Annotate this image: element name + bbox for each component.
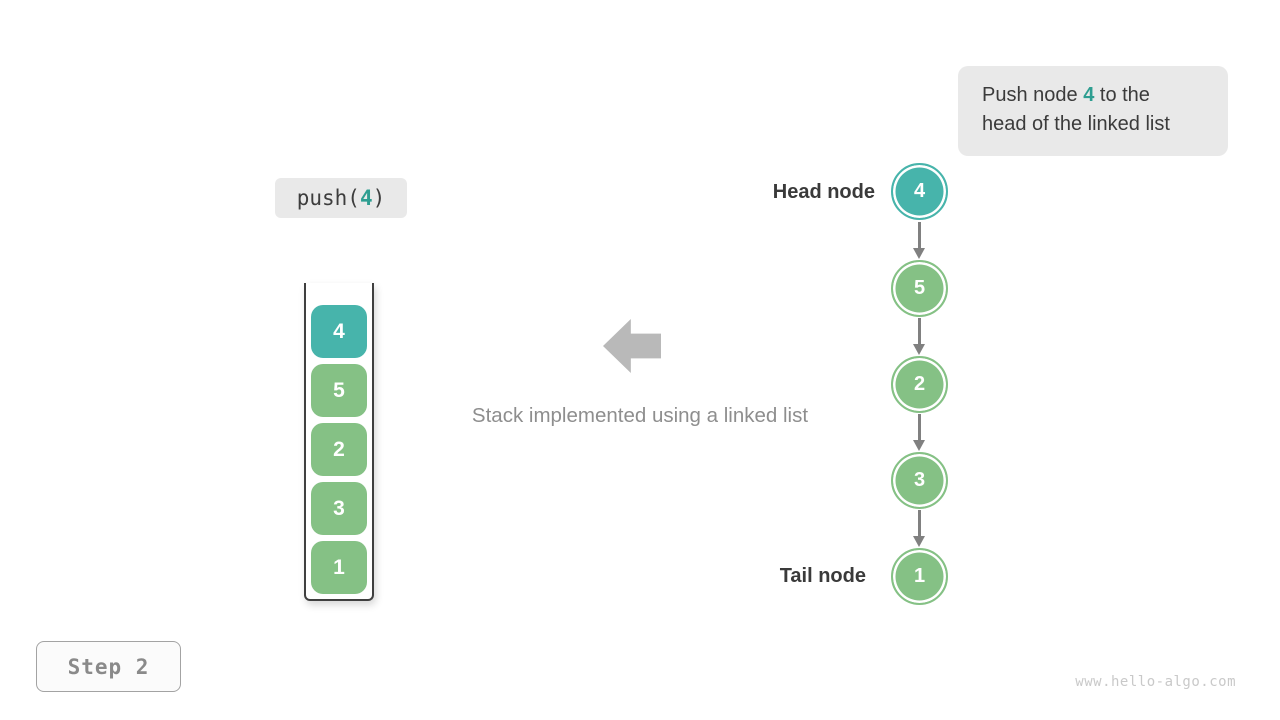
stack-item: 5 bbox=[311, 364, 367, 417]
arrow-head-icon bbox=[913, 440, 925, 451]
operation-prefix: push( bbox=[296, 186, 360, 210]
arrow-head-icon bbox=[913, 248, 925, 259]
arrow-shaft bbox=[918, 318, 921, 345]
link-arrow-down-icon bbox=[913, 318, 926, 355]
operation-value: 4 bbox=[359, 186, 373, 210]
arrow-shaft bbox=[918, 222, 921, 249]
stack-item: 2 bbox=[311, 423, 367, 476]
callout-line-1: Push node 4 to the bbox=[982, 81, 1204, 110]
watermark: www.hello-algo.com bbox=[1075, 674, 1236, 690]
arrow-head-icon bbox=[913, 536, 925, 547]
callout-bubble: Push node 4 to the head of the linked li… bbox=[958, 66, 1228, 156]
step-badge: Step 2 bbox=[36, 641, 181, 692]
link-arrow-down-icon bbox=[913, 222, 926, 259]
list-node: 5 bbox=[891, 260, 948, 317]
operation-chip: push(4) bbox=[275, 178, 407, 218]
caption: Stack implemented using a linked list bbox=[471, 404, 809, 427]
link-arrow-down-icon bbox=[913, 414, 926, 451]
stack-item: 4 bbox=[311, 305, 367, 358]
link-arrow-down-icon bbox=[913, 510, 926, 547]
stack-item: 3 bbox=[311, 482, 367, 535]
list-node: 3 bbox=[891, 452, 948, 509]
stack-item: 1 bbox=[311, 541, 367, 594]
callout-line-2: head of the linked list bbox=[982, 113, 1170, 135]
callout-highlight-value: 4 bbox=[1083, 84, 1095, 106]
arrow-shaft bbox=[918, 510, 921, 537]
operation-suffix: ) bbox=[372, 186, 386, 210]
list-node: 2 bbox=[891, 356, 948, 413]
tail-node-label: Tail node bbox=[779, 565, 866, 587]
callout-text: Push node bbox=[982, 84, 1084, 106]
head-node-label: Head node bbox=[772, 181, 875, 203]
list-node: 4 bbox=[891, 163, 948, 220]
arrow-head-icon bbox=[913, 344, 925, 355]
list-node: 1 bbox=[891, 548, 948, 605]
stack-container: 4 5 2 3 1 bbox=[304, 283, 374, 601]
arrow-left-icon bbox=[603, 319, 661, 373]
arrow-shaft bbox=[918, 414, 921, 441]
callout-text: to the bbox=[1094, 84, 1150, 106]
